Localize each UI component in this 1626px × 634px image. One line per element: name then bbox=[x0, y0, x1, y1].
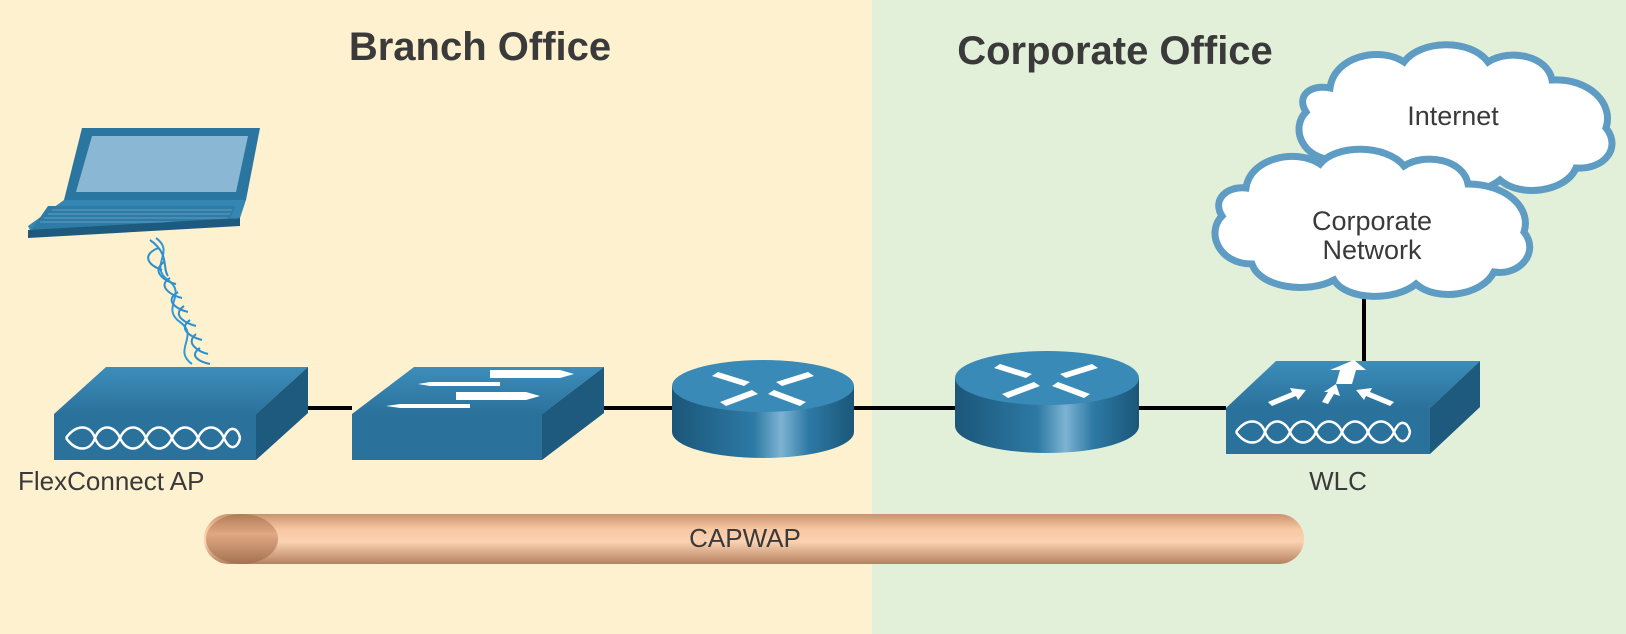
flexconnect-ap-icon bbox=[54, 367, 308, 460]
branch-switch-icon bbox=[352, 367, 604, 460]
wlc-label: WLC bbox=[1309, 466, 1367, 496]
corporate-network-label-line1: Corporate bbox=[1312, 206, 1432, 236]
corporate-network-cloud-icon bbox=[1211, 145, 1534, 300]
corporate-office-title: Corporate Office bbox=[957, 29, 1273, 73]
wireless-signal-icon bbox=[147, 237, 211, 365]
flexconnect-ap-label: FlexConnect AP bbox=[18, 466, 204, 496]
capwap-label: CAPWAP bbox=[689, 523, 801, 553]
corporate-network-label-line2: Network bbox=[1322, 235, 1422, 265]
capwap-tunnel bbox=[204, 514, 1304, 564]
wlc-icon bbox=[1226, 360, 1480, 454]
network-links bbox=[308, 292, 1366, 410]
branch-router-icon bbox=[672, 360, 854, 458]
corporate-router-icon bbox=[955, 351, 1139, 453]
laptop-icon bbox=[28, 128, 260, 238]
internet-cloud-label: Internet bbox=[1407, 101, 1499, 131]
branch-office-title: Branch Office bbox=[349, 25, 611, 69]
